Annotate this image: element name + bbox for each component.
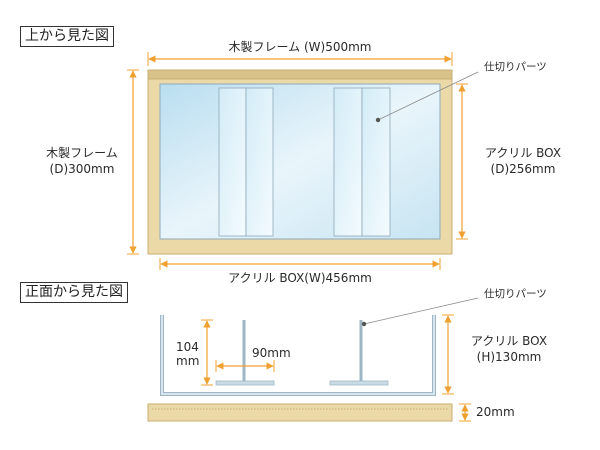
leader-dot xyxy=(375,117,381,123)
acrylic-depth-label-2: (D)256mm xyxy=(490,162,556,176)
frame-depth-label-2: (D)300mm xyxy=(49,162,115,176)
frame-width-label: 木製フレーム (W)500mm xyxy=(228,40,372,54)
partition-panel xyxy=(333,87,363,237)
partition-base-left xyxy=(215,380,275,386)
partition-label-top: 仕切りパーツ xyxy=(484,61,547,73)
wooden-frame-front-view xyxy=(147,403,453,422)
frame-depth-label-1: 木製フレーム xyxy=(46,146,118,160)
acrylic-width-label: アクリル BOX(W)456mm xyxy=(228,271,372,285)
acrylic-box-front-view xyxy=(160,315,436,396)
partition-leader-front xyxy=(363,297,479,325)
acrylic-highlight xyxy=(161,315,435,395)
leader-dot xyxy=(361,321,367,327)
acrylic-height-label-1: アクリル BOX xyxy=(470,334,548,348)
partition-height-label-2: mm xyxy=(176,354,200,368)
front-view-title: 正面から見た図 xyxy=(20,282,128,303)
partition-label-front: 仕切りパーツ xyxy=(484,288,547,300)
acrylic-depth-label-1: アクリル BOX xyxy=(484,146,562,160)
partition-width-label: 90mm xyxy=(252,346,291,360)
frame-height-label: 20mm xyxy=(476,405,515,419)
partition-leader-top xyxy=(377,71,479,121)
acrylic-box-top-view xyxy=(159,83,441,240)
partition-panel xyxy=(245,87,274,237)
top-view-title: 上から見た図 xyxy=(20,26,114,47)
partition-base-right xyxy=(329,380,389,386)
frame-back-edge xyxy=(147,69,453,80)
partition-panel xyxy=(361,87,391,237)
partition-panel xyxy=(218,87,247,237)
acrylic-height-label-2: (H)130mm xyxy=(476,350,542,364)
partition-height-label-1: 104 xyxy=(176,340,199,354)
